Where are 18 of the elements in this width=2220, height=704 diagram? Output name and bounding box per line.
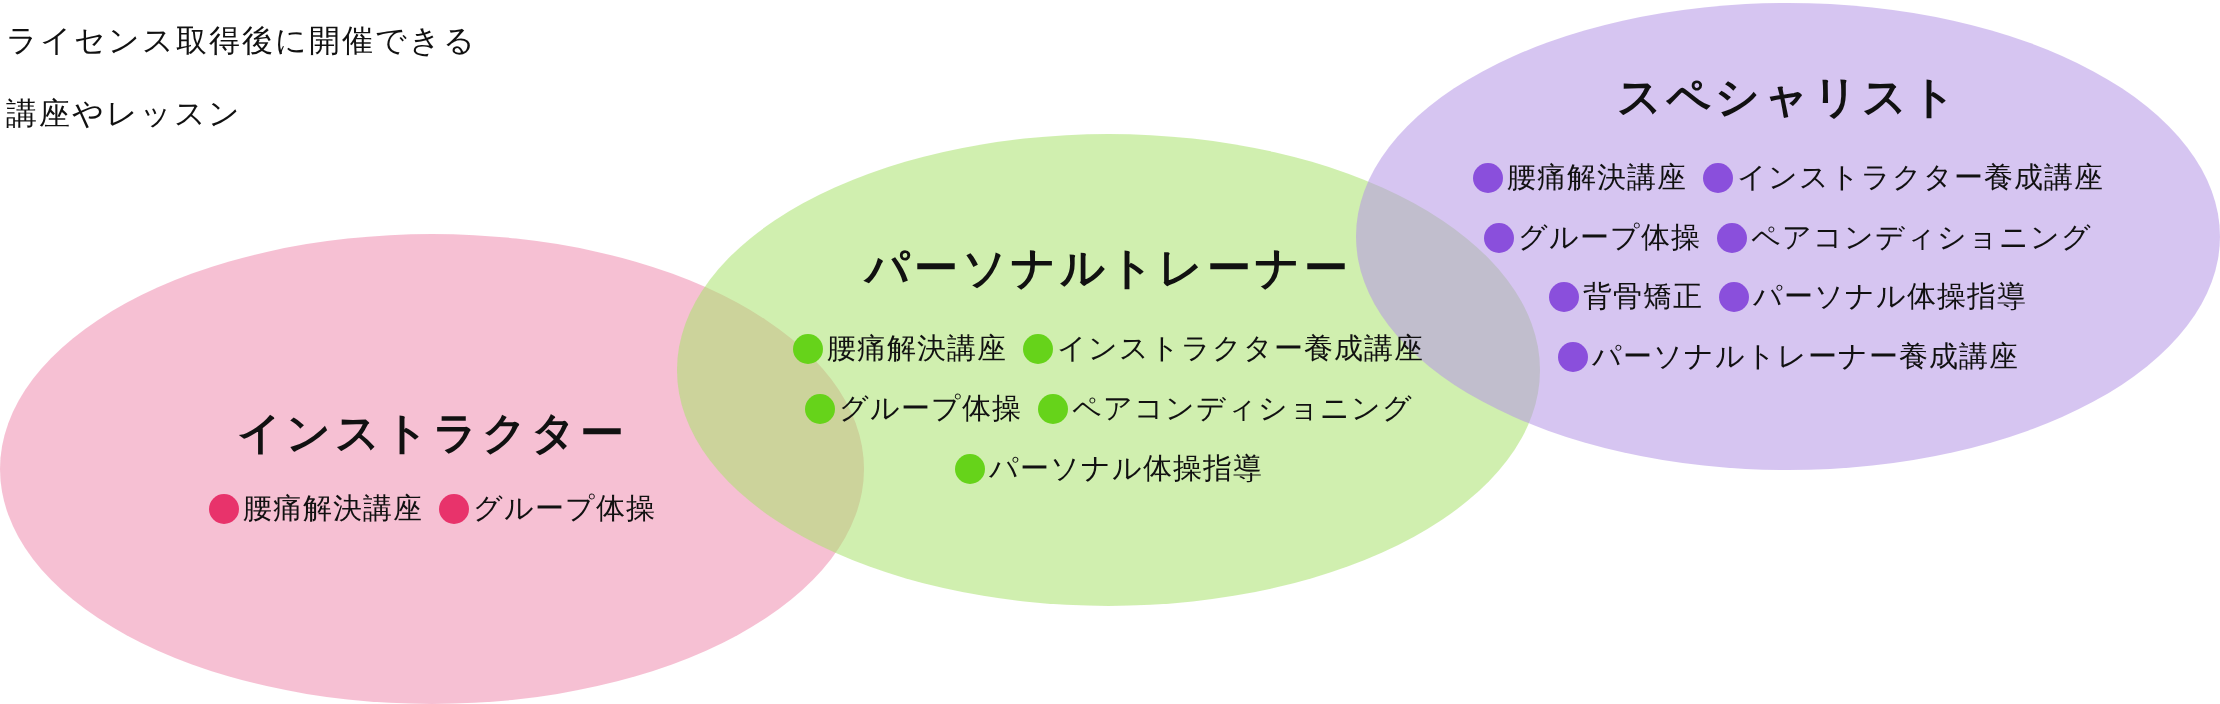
list-item-text: 腰痛解決講座 (1506, 159, 1687, 196)
list-item-text: パーソナル体操指導 (1753, 278, 2027, 315)
heading: インストラクター (236, 407, 628, 458)
list-item-text: パーソナル体操指導 (988, 450, 1263, 487)
list-item-text: グループ体操 (472, 490, 656, 527)
list-item-text: ペアコンディショニング (1071, 390, 1413, 427)
list-item-text: グループ体操 (1518, 219, 1701, 256)
heading: パーソナルトレーナー (865, 242, 1352, 293)
title: ライセンス取得後に開催できる講座やレッスン (6, 21, 478, 133)
list-item-text: インストラクター養成講座 (1736, 159, 2104, 196)
list-item-text: インストラクター養成講座 (1057, 330, 1424, 367)
heading: スペシャリスト (1616, 71, 1960, 122)
list-item-text: パーソナルトレーナー養成講座 (1591, 338, 2019, 375)
list-item-text: グループ体操 (838, 390, 1022, 427)
list-item-text: 腰痛解決講座 (827, 330, 1007, 367)
list-item-text: 腰痛解決講座 (242, 490, 423, 527)
list-item-text: 背骨矯正 (1583, 278, 1703, 315)
list-item-text: ペアコンディショニング (1751, 219, 2092, 256)
